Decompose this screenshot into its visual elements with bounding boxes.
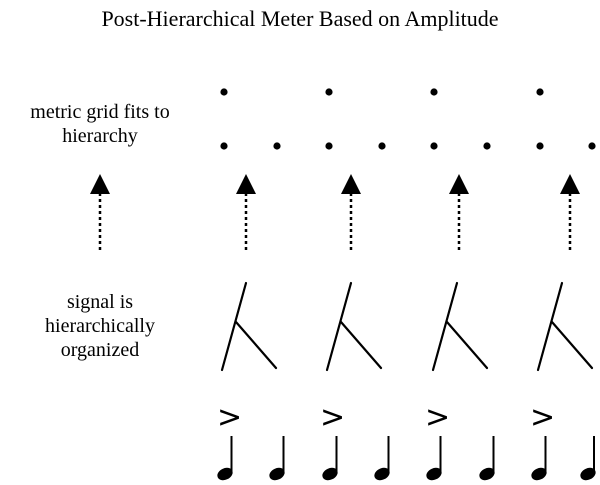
grid-lower-level [220, 142, 596, 150]
hierarchy-tree [220, 281, 278, 372]
tree-trunk [536, 281, 564, 372]
grid-dot-upper [325, 88, 333, 96]
tree-trunk [220, 281, 248, 372]
quarter-note [479, 436, 495, 481]
fit-arrows [90, 174, 580, 250]
quarter-note [322, 436, 338, 481]
signal-label-line-2: hierarchically [45, 315, 155, 337]
grid-dot-lower [220, 142, 228, 150]
quarter-note [426, 436, 442, 481]
tree-branch [445, 320, 489, 370]
signal-label-line-3: organized [60, 339, 140, 361]
grid-dot-lower [430, 142, 438, 150]
diagram-title: Post-Hierarchical Meter Based on Amplitu… [101, 6, 499, 31]
grid-upper-level [220, 88, 544, 96]
quarter-note [531, 436, 547, 481]
signal-hierarchy [220, 281, 594, 372]
grid-dot-lower [273, 142, 281, 150]
hierarchy-tree [325, 281, 383, 372]
grid-dot-upper [220, 88, 228, 96]
quarter-note [580, 436, 596, 481]
metric-grid-label: metric grid fits to hierarchy [0, 100, 200, 148]
accent-mark: > [530, 400, 555, 435]
notes [217, 436, 596, 481]
quarter-note [269, 436, 285, 481]
tree-trunk [325, 281, 353, 372]
grid-dot-upper [536, 88, 544, 96]
grid-dot-lower [588, 142, 596, 150]
grid-dot-lower [483, 142, 491, 150]
tree-branch [339, 320, 383, 370]
quarter-note [217, 436, 233, 481]
accent-marks: > > > > [217, 400, 555, 435]
tree-branch [550, 320, 594, 370]
grid-dot-lower [378, 142, 386, 150]
metric-grid-label-line-2: hierarchy [62, 125, 138, 147]
signal-label-line-1: signal is [66, 291, 134, 313]
grid-dot-lower [536, 142, 544, 150]
grid-dot-upper [430, 88, 438, 96]
accent-mark: > [425, 400, 450, 435]
tree-branch [234, 320, 278, 370]
grid-dot-lower [325, 142, 333, 150]
tree-trunk [431, 281, 459, 372]
accent-mark: > [217, 400, 242, 435]
hierarchy-tree [536, 281, 594, 372]
signal-label: signal is hierarchically organized [0, 290, 200, 362]
metric-grid-label-line-1: metric grid fits to [30, 101, 170, 123]
quarter-note [374, 436, 390, 481]
accent-mark: > [320, 400, 345, 435]
hierarchy-tree [431, 281, 489, 372]
